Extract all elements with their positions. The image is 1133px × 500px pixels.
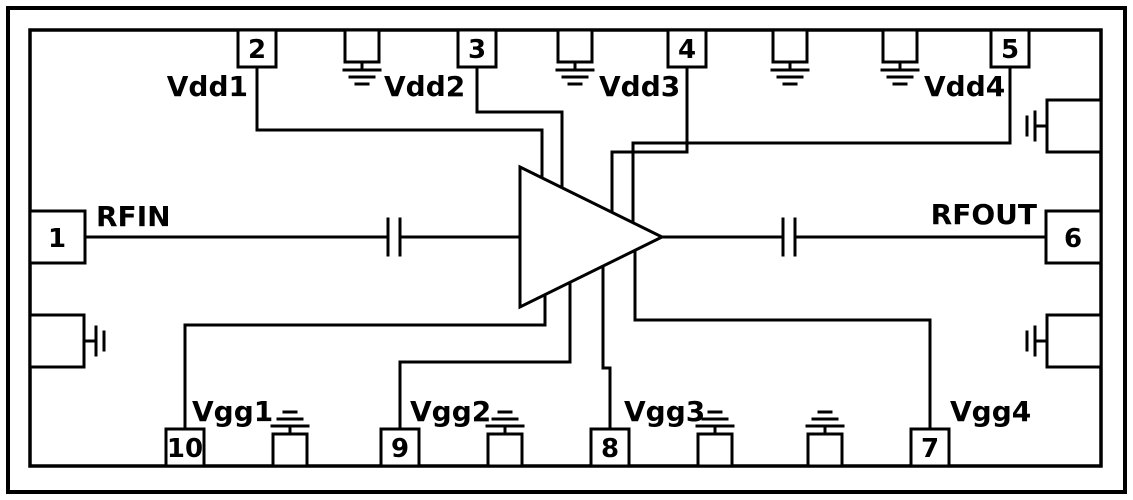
pin-10: 10 xyxy=(164,427,206,468)
pin-1-pad xyxy=(28,209,87,265)
vgg2-trace xyxy=(398,279,572,431)
bottom-ground-pad-2 xyxy=(485,410,525,468)
ground-pad xyxy=(881,28,919,64)
vdd3-label: Vdd3 xyxy=(599,70,680,103)
pin-9-pad xyxy=(379,427,421,468)
pin-2: 2 xyxy=(236,28,278,69)
pin-7-number: 7 xyxy=(921,434,939,464)
top-ground-pad-4 xyxy=(880,28,920,86)
vgg2-label: Vgg2 xyxy=(410,395,491,428)
right-top-bypass-pad xyxy=(1025,98,1103,154)
bypass-pad xyxy=(1045,98,1103,154)
pin-3-number: 3 xyxy=(468,35,486,65)
pin-4: 4 xyxy=(666,28,708,69)
ground-icon xyxy=(555,60,595,86)
rfin-label: RFIN xyxy=(96,200,171,233)
ground-icon xyxy=(342,60,382,86)
pin-4-pad xyxy=(666,28,708,69)
pin-2-number: 2 xyxy=(248,35,266,65)
top-ground-pad-3 xyxy=(770,28,810,86)
ground-icon xyxy=(880,60,920,86)
pin-5: 5 xyxy=(989,28,1031,69)
top-ground-pad-1 xyxy=(342,28,382,86)
pin-3: 3 xyxy=(456,28,498,69)
pin-6-pad xyxy=(1044,209,1103,265)
vdd1-trace xyxy=(255,65,544,182)
vgg4-trace xyxy=(633,247,932,431)
bypass-pad xyxy=(28,313,86,369)
pin-6-number: 6 xyxy=(1064,224,1082,254)
pin-10-pad xyxy=(164,427,206,468)
vdd2-trace xyxy=(475,65,564,192)
vdd2-label: Vdd2 xyxy=(384,70,465,103)
pin-5-pad xyxy=(989,28,1031,69)
ground-pad xyxy=(556,28,594,64)
vdd3-trace xyxy=(610,65,689,217)
amplifier-triangle-icon xyxy=(518,164,666,310)
vdd4-trace xyxy=(631,65,1012,227)
left-bypass-pad xyxy=(28,313,106,369)
pin-6: 6 xyxy=(1044,209,1103,265)
ground-pad xyxy=(486,432,524,468)
pin-2-pad xyxy=(236,28,278,69)
ground-pad xyxy=(696,432,734,468)
output-dc-block-capacitor-icon xyxy=(781,217,797,257)
vgg3-label: Vgg3 xyxy=(624,395,705,428)
pin-7: 7 xyxy=(909,427,951,468)
pin-5-number: 5 xyxy=(1001,35,1019,65)
bypass-pad xyxy=(1045,313,1103,369)
rfout-label: RFOUT xyxy=(931,198,1037,231)
pin-8-number: 8 xyxy=(601,434,619,464)
vgg3-trace xyxy=(601,262,612,431)
bottom-ground-pad-3 xyxy=(695,410,735,468)
pin-4-number: 4 xyxy=(678,35,696,65)
pin-8: 8 xyxy=(589,427,631,468)
pin-7-pad xyxy=(909,427,951,468)
pin-10-number: 10 xyxy=(167,434,203,464)
ground-icon xyxy=(770,60,810,86)
bypass-capacitor-icon xyxy=(1025,325,1049,357)
ground-pad xyxy=(806,432,844,468)
bypass-capacitor-icon xyxy=(82,325,106,357)
ground-icon xyxy=(805,410,845,436)
bottom-ground-pad-1 xyxy=(270,410,310,468)
pin-8-pad xyxy=(589,427,631,468)
top-ground-pad-2 xyxy=(555,28,595,86)
pin-9-number: 9 xyxy=(391,434,409,464)
bypass-capacitor-icon xyxy=(1025,110,1049,142)
ground-icon xyxy=(485,410,525,436)
ground-pad xyxy=(771,28,809,64)
vgg1-trace xyxy=(183,291,547,431)
right-bottom-bypass-pad xyxy=(1025,313,1103,369)
bottom-ground-pad-4 xyxy=(805,410,845,468)
pin-1-number: 1 xyxy=(48,224,66,254)
pin-1: 1 xyxy=(28,209,87,265)
ground-icon xyxy=(695,410,735,436)
input-dc-block-capacitor-icon xyxy=(386,217,402,257)
vgg4-label: Vgg4 xyxy=(950,395,1031,428)
ground-pad xyxy=(343,28,381,64)
vdd1-label: Vdd1 xyxy=(167,70,248,103)
ground-icon xyxy=(270,410,310,436)
vgg1-label: Vgg1 xyxy=(192,395,273,428)
pin-3-pad xyxy=(456,28,498,69)
vdd4-label: Vdd4 xyxy=(924,70,1005,103)
ground-pad xyxy=(271,432,309,468)
pin-9: 9 xyxy=(379,427,421,468)
